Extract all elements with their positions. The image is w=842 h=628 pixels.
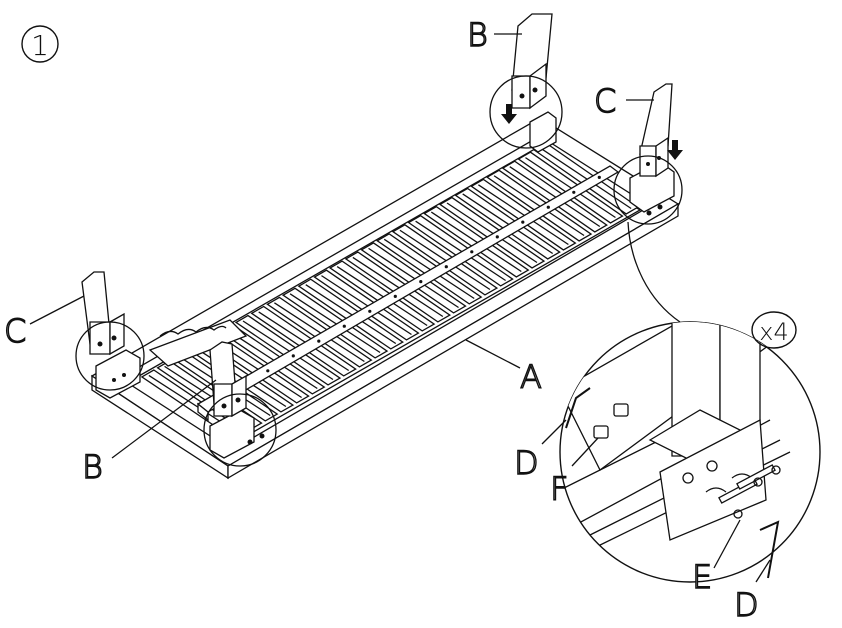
slat-groove	[368, 247, 459, 309]
leg-c-top	[613, 83, 683, 225]
label-d-left: D	[514, 444, 539, 482]
slat-groove	[305, 284, 397, 345]
slat-groove	[509, 166, 601, 228]
slat-groove	[430, 211, 522, 273]
slat-groove	[399, 229, 491, 291]
slat-groove	[478, 184, 569, 246]
slat-groove	[258, 311, 350, 372]
beam-hole	[470, 250, 474, 254]
allen-key-left	[565, 387, 591, 429]
slat-groove	[289, 293, 381, 354]
beam-hole	[495, 235, 499, 239]
leg-b-bottom	[111, 341, 277, 467]
beam-hole	[342, 324, 346, 328]
slat-groove	[462, 193, 554, 255]
slat-groove	[525, 157, 616, 219]
slat-groove	[383, 238, 475, 300]
label-b-top: B	[467, 16, 488, 54]
label-f: F	[550, 470, 568, 508]
callout-connector	[627, 221, 681, 323]
beam-hole	[266, 369, 270, 373]
label-e: E	[692, 558, 712, 596]
label-b-bottom: B	[82, 448, 103, 486]
slat-groove	[540, 147, 632, 210]
beam-hole	[546, 205, 550, 209]
slat-groove	[336, 265, 428, 327]
bolt-e	[718, 464, 781, 519]
beam-hole	[444, 265, 448, 269]
slat-groove	[493, 175, 585, 237]
beam-hole	[393, 294, 397, 298]
beam-hole	[521, 220, 525, 224]
leg-c-left	[29, 271, 145, 391]
label-c-top: C	[594, 82, 616, 120]
beam-hole	[572, 190, 576, 194]
label-d-right: D	[734, 586, 759, 624]
allen-key-right	[759, 520, 780, 579]
slat-groove	[415, 220, 506, 282]
beam-hole	[419, 280, 423, 284]
beam-hole	[291, 354, 295, 358]
slat-groove	[274, 302, 365, 363]
label-c-left: C	[4, 312, 26, 350]
beam-hole	[597, 175, 601, 179]
detail-callout: x4	[541, 311, 821, 583]
slat-groove	[242, 320, 334, 381]
step-number-badge: 1	[21, 25, 59, 63]
beam-hole	[368, 309, 372, 313]
quantity-label: x4	[759, 318, 788, 346]
leg-b-top	[489, 13, 563, 149]
barrel-nut-f	[593, 403, 629, 439]
beam-hole	[317, 339, 321, 343]
slat-groove	[226, 329, 318, 390]
slat-groove	[352, 256, 444, 318]
label-a: A	[520, 358, 542, 396]
slat-groove	[321, 275, 412, 336]
step-number: 1	[31, 29, 49, 62]
slat-groove	[446, 202, 538, 264]
